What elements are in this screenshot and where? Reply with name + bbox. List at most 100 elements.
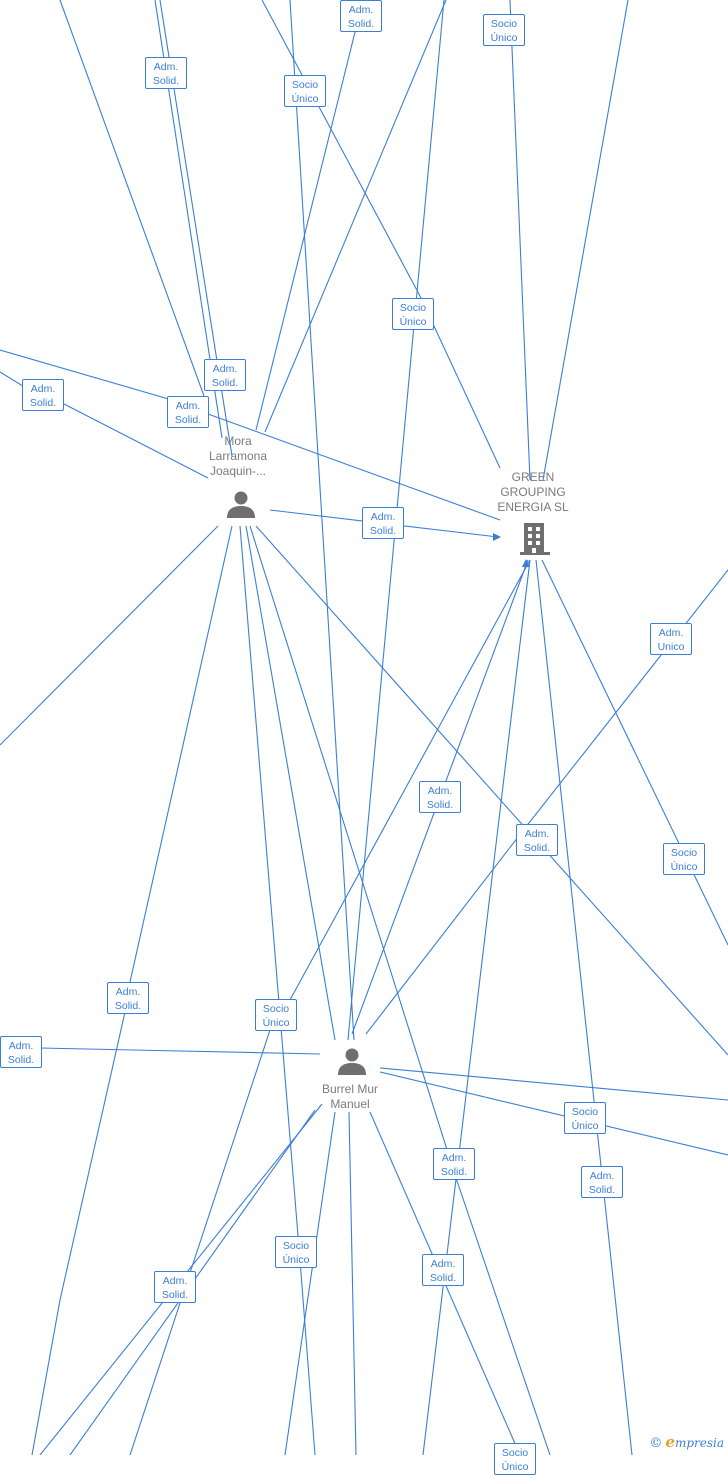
relationship-edge — [31, 1299, 61, 1455]
relationship-label-line: Único — [282, 1254, 310, 1266]
relationship-edge — [0, 349, 173, 401]
relationship-edge — [129, 525, 233, 983]
relationship-edge — [365, 827, 526, 1035]
relationship-label[interactable]: Adm.Solid. — [22, 379, 64, 411]
node-label-line: Joaquin-... — [209, 464, 267, 478]
relationship-label-line: Solid. — [7, 1054, 35, 1066]
relationship-label-line: Solid. — [588, 1184, 616, 1196]
relationship-label-line: Adm. — [153, 61, 179, 73]
node-label-line: GREEN — [511, 470, 555, 484]
person-icon[interactable] — [226, 490, 256, 525]
relationship-label-line: Adm. — [212, 363, 238, 375]
relationship-edge — [59, 1011, 126, 1301]
relationship-label-line: Adm. — [589, 1170, 615, 1182]
relationship-label[interactable]: Adm. Solid. — [516, 824, 558, 856]
relationship-edge — [129, 1029, 271, 1455]
relationship-edge — [207, 413, 501, 521]
relationship-label-line: Único — [262, 1017, 290, 1029]
relationship-edge — [63, 403, 209, 479]
relationship-edge — [245, 525, 336, 1041]
brand-initial: e — [665, 1433, 675, 1451]
relationship-edge — [0, 371, 27, 389]
relationship-label-line: Único — [670, 861, 698, 873]
relationship-label[interactable]: Adm.Solid. — [433, 1148, 475, 1180]
relationship-label-line: Unico — [657, 641, 685, 653]
relationship-edge — [39, 1047, 321, 1055]
relationship-edge — [0, 525, 219, 746]
relationship-edge — [261, 0, 421, 297]
node-label-line: Mora — [224, 434, 252, 448]
relationship-label[interactable]: Adm.Solid. — [340, 0, 382, 32]
relationship-label[interactable]: Adm. Solid. — [581, 1166, 623, 1198]
relationship-edge — [524, 569, 728, 829]
relationship-label-line: Solid. — [426, 799, 454, 811]
building-icon[interactable] — [519, 520, 551, 561]
relationship-label-line: Socio — [291, 79, 319, 91]
relationship-label[interactable]: Adm. Solid. — [419, 781, 461, 813]
relationship-label-line: Adm. — [524, 828, 550, 840]
node-label-green: GREEN GROUPING ENERGIA SL — [487, 470, 579, 515]
relationship-label-line: Solid. — [211, 377, 239, 389]
relationship-label[interactable]: Adm.Solid. — [362, 507, 404, 539]
relationship-label-line: Único — [291, 93, 319, 105]
relationship-label-line: Solid. — [152, 75, 180, 87]
relationship-label-line: Solid. — [114, 1000, 142, 1012]
relationship-label[interactable]: Adm. Solid. — [0, 1036, 42, 1068]
relationship-label-line: Adm. — [348, 4, 374, 16]
relationship-label[interactable]: Adm. Unico — [650, 623, 692, 655]
empresia-watermark: ©empresia — [649, 1433, 724, 1451]
relationship-edge — [255, 525, 546, 851]
relationship-edge — [544, 849, 728, 1056]
relationship-label-line: Socio — [399, 302, 427, 314]
relationship-label-line: Único — [490, 32, 518, 44]
brand-name: mpresia — [674, 1436, 724, 1450]
relationship-label-line: Adm. — [427, 785, 453, 797]
node-label-burrel: Burrel Mur Manuel — [308, 1082, 392, 1112]
relationship-label-line: Único — [571, 1120, 599, 1132]
relationship-edge — [509, 0, 531, 481]
relationship-label[interactable]: Adm. Solid. — [154, 1271, 196, 1303]
relationship-edge — [535, 559, 633, 1455]
relationship-label[interactable]: Adm. Solid. — [204, 359, 246, 391]
relationship-edge — [379, 1071, 728, 1156]
person-icon[interactable] — [337, 1047, 367, 1082]
relationship-label[interactable]: Adm. Solid. — [422, 1254, 464, 1286]
node-label-line: Larramona — [208, 449, 268, 463]
relationship-label-line: Socio — [501, 1447, 529, 1459]
relationship-label-line: Único — [399, 316, 427, 328]
relationship-label-line: Socio — [670, 847, 698, 859]
relationship-label[interactable]: Adm. Solid. — [167, 396, 209, 428]
relationship-label-line: Adm. — [175, 400, 201, 412]
relationship-label-line: Solid. — [523, 842, 551, 854]
relationship-label-line: Adm. — [8, 1040, 34, 1052]
relationship-label-line: Adm. — [658, 627, 684, 639]
relationship-label-line: Solid. — [369, 525, 397, 537]
relationship-label-line: Solid. — [161, 1289, 189, 1301]
relationship-label-line: Solid. — [174, 414, 202, 426]
relationship-edge — [541, 559, 728, 946]
node-label-line: Burrel Mur — [321, 1082, 378, 1096]
relationship-edge — [542, 0, 629, 481]
relationship-label-line: Solid. — [429, 1272, 457, 1284]
relationship-edge — [348, 1111, 357, 1455]
relationship-edge — [422, 559, 531, 1455]
relationship-label[interactable]: Adm. Solid. — [145, 57, 187, 89]
relationship-edge — [239, 525, 301, 1261]
relationship-label-line: Adm. — [30, 383, 56, 395]
relationship-edge — [264, 0, 447, 433]
relationship-edge — [379, 1067, 728, 1101]
node-label-line: Manuel — [330, 1097, 370, 1111]
relationship-label-line: Adm. — [430, 1258, 456, 1270]
relationship-label[interactable]: Adm.Solid. — [107, 982, 149, 1014]
relationship-label-line: Adm. — [162, 1275, 188, 1287]
relationship-label-line: Socio — [262, 1003, 290, 1015]
node-label-line: GROUPING — [500, 485, 566, 499]
